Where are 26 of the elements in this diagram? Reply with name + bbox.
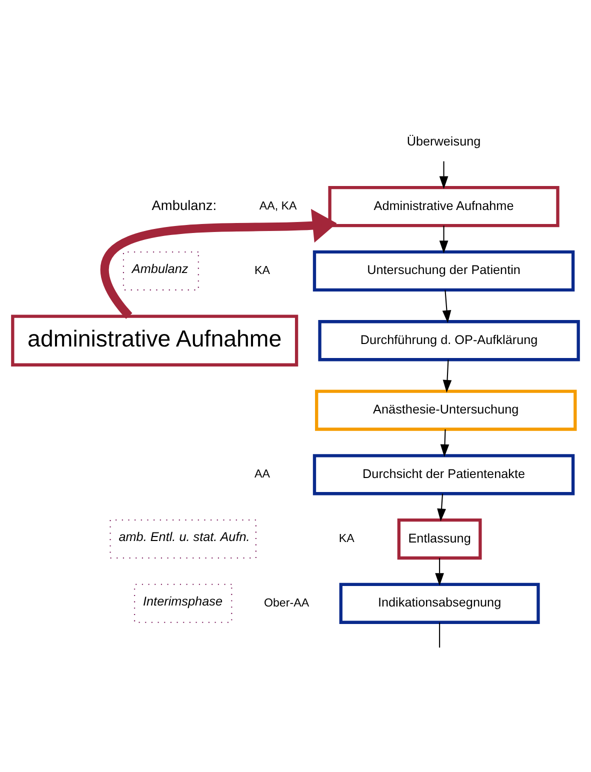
node-box: Entlassung [397, 518, 482, 560]
arrow [435, 558, 444, 586]
node-box: administrative Aufnahme [11, 314, 298, 366]
node-box: Durchsicht der Patientenakte [312, 454, 575, 496]
node-text: Überweisung [406, 134, 481, 148]
label: Ambulanz: [152, 198, 217, 214]
node-box: Interimsphase [134, 584, 232, 623]
node-box: amb. Entl. u. stat. Aufn. [110, 520, 256, 559]
node-box: Ambulanz [122, 251, 199, 290]
arrow [442, 360, 452, 393]
arrow [437, 494, 446, 522]
node-label: KA [338, 532, 354, 545]
node-label: Ober-AA [264, 596, 310, 610]
node-label: AA [254, 468, 270, 481]
node-box: Anästhesie-Untersuchung [315, 390, 577, 431]
node-box: Administrative Aufnahme [328, 186, 560, 228]
node-box: Indikationsabsegnung [339, 582, 540, 624]
node-box: Durchführung d. OP-Aufklärung [318, 320, 580, 362]
arrow [442, 290, 452, 323]
arrow [440, 429, 450, 457]
node-label: AA, KA [259, 200, 297, 213]
connector [439, 622, 440, 648]
node-label: KA [254, 264, 270, 277]
arrow [439, 161, 448, 189]
arrow [439, 226, 448, 254]
node-box: Untersuchung der Patientin [312, 250, 575, 292]
